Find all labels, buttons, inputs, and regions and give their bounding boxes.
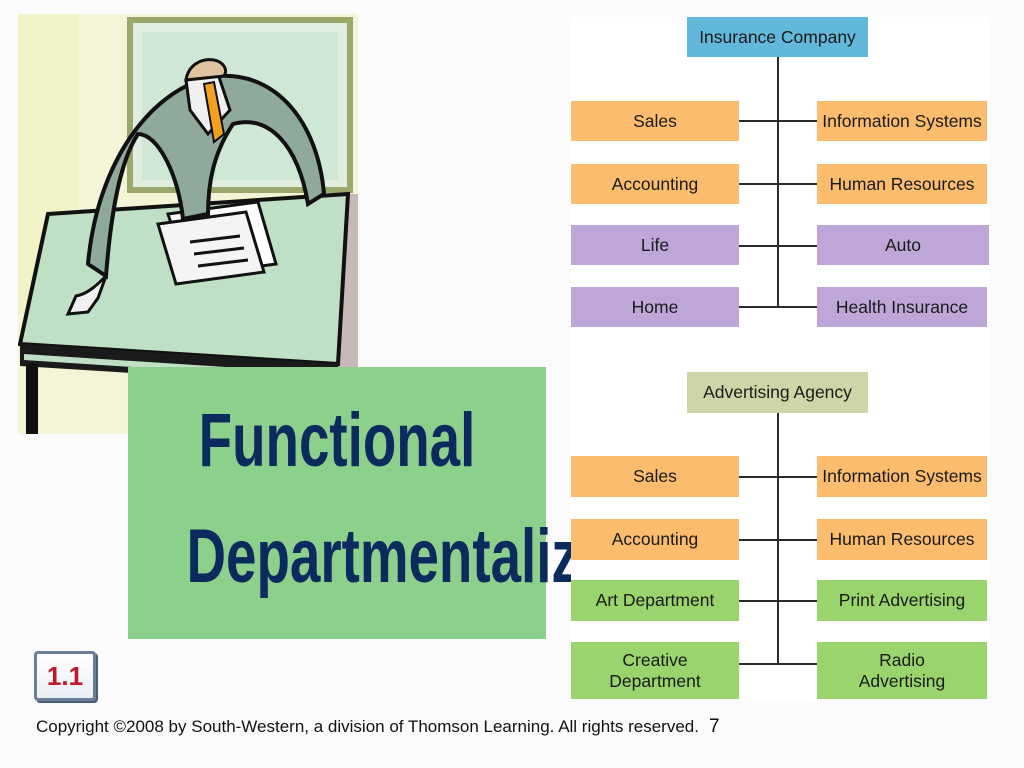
org-unit-information-systems: Information Systems <box>817 101 987 141</box>
org-unit-print-advertising: Print Advertising <box>817 580 987 621</box>
slide-number-badge: 1.1 <box>34 651 96 701</box>
org-unit-creative-department: Creative Department <box>571 642 739 699</box>
connector-branch <box>739 306 817 308</box>
connector-trunk-insurance <box>777 57 779 307</box>
org-unit-health-insurance: Health Insurance <box>817 287 987 327</box>
org-unit-information-systems: Information Systems <box>817 456 987 497</box>
org-unit-sales: Sales <box>571 101 739 141</box>
page-number: 7 <box>708 716 720 737</box>
connector-branch <box>739 539 817 541</box>
org-unit-human-resources: Human Resources <box>817 164 987 204</box>
org-unit-human-resources: Human Resources <box>817 519 987 560</box>
title-line-2: Departmentalization <box>186 514 710 599</box>
org-unit-home: Home <box>571 287 739 327</box>
org-unit-sales: Sales <box>571 456 739 497</box>
org-unit-art-department: Art Department <box>571 580 739 621</box>
copyright-text: Copyright ©2008 by South-Western, a divi… <box>36 717 699 736</box>
org-unit-life: Life <box>571 225 739 265</box>
connector-branch <box>739 120 817 122</box>
title-box: Functional Departmentalization <box>128 367 710 639</box>
org-unit-accounting: Accounting <box>571 164 739 204</box>
connector-branch <box>739 600 817 602</box>
connector-trunk-agency <box>777 413 779 664</box>
connector-branch <box>739 476 817 478</box>
connector-branch <box>739 663 817 665</box>
connector-branch <box>739 245 817 247</box>
connector-branch <box>739 183 817 185</box>
org-root-insurance-company: Insurance Company <box>687 17 868 57</box>
org-unit-accounting: Accounting <box>571 519 739 560</box>
org-chart-panel: Insurance Company Sales Information Syst… <box>571 17 989 701</box>
title-line-1: Functional <box>198 398 476 483</box>
org-root-advertising-agency: Advertising Agency <box>687 372 868 413</box>
footer: Copyright ©2008 by South-Western, a divi… <box>36 716 720 738</box>
org-unit-radio-advertising: Radio Advertising <box>817 642 987 699</box>
org-unit-auto: Auto <box>817 225 989 265</box>
